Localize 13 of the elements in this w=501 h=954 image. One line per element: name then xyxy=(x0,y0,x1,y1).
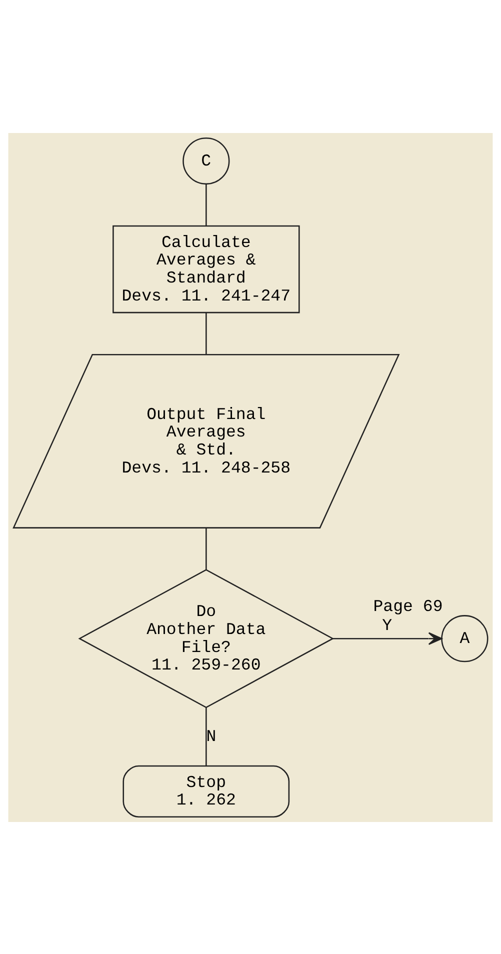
connector xyxy=(206,707,207,766)
connector xyxy=(206,184,207,226)
node-box: Calculate Averages & Standard Devs. 11. 241-247 xyxy=(112,224,300,313)
node-box: Stop 1. 262 xyxy=(122,764,290,818)
connector xyxy=(206,527,207,569)
node-diamond: Do Another Data File? 11. 259-260 xyxy=(78,568,334,708)
node-label: Page 69 xyxy=(373,596,443,616)
node-circle: C xyxy=(182,136,230,184)
connector xyxy=(206,312,207,354)
edge-label: Y xyxy=(382,616,392,635)
arrow xyxy=(332,632,442,644)
edge-label: N xyxy=(206,726,216,746)
node-circle: A xyxy=(441,614,488,662)
